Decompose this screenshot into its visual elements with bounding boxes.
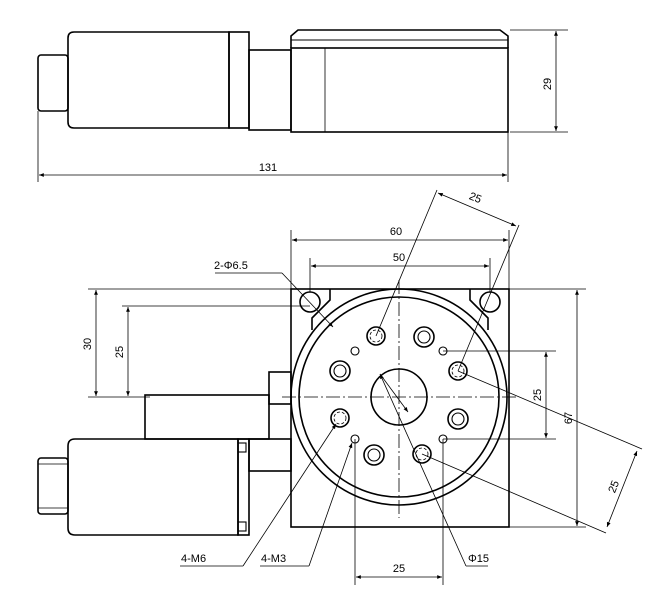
- motor-knob: [37, 54, 69, 112]
- dim-50: 50: [393, 252, 405, 264]
- dim-30: 30: [82, 338, 94, 350]
- dim-25-diag-top: 25: [467, 190, 483, 206]
- label-4-m3: 4-M3: [261, 553, 286, 565]
- dim-25-bottom: 25: [393, 563, 405, 575]
- stage-top-plate: [290, 29, 509, 48]
- top-view: 60 50 2-Φ6.5 30 25 25 25 67: [37, 189, 643, 585]
- coupling: [248, 49, 292, 131]
- m6-holes: [330, 326, 468, 464]
- dim-side-height: 29: [542, 78, 554, 90]
- motor-assembly: [37, 371, 292, 536]
- label-2-phi6.5: 2-Φ6.5: [214, 260, 248, 272]
- label-4-m6: 4-M6: [181, 553, 206, 565]
- dim-25-right: 25: [532, 389, 544, 401]
- motor-body: [67, 31, 230, 129]
- side-view: 29 131: [37, 29, 568, 182]
- base-plate: [290, 288, 510, 528]
- motor-flange: [228, 31, 250, 129]
- dim-25-left: 25: [114, 346, 126, 358]
- dim-60: 60: [390, 226, 402, 238]
- stage-body: [290, 47, 509, 133]
- motor-knob-top-view: [37, 457, 69, 515]
- label-phi15: Φ15: [468, 553, 489, 565]
- bracket-outline: [311, 289, 489, 330]
- dim-side-length: 131: [259, 162, 277, 174]
- dim-25-diag-right: 25: [606, 479, 622, 495]
- counterbore-holes: [329, 326, 469, 466]
